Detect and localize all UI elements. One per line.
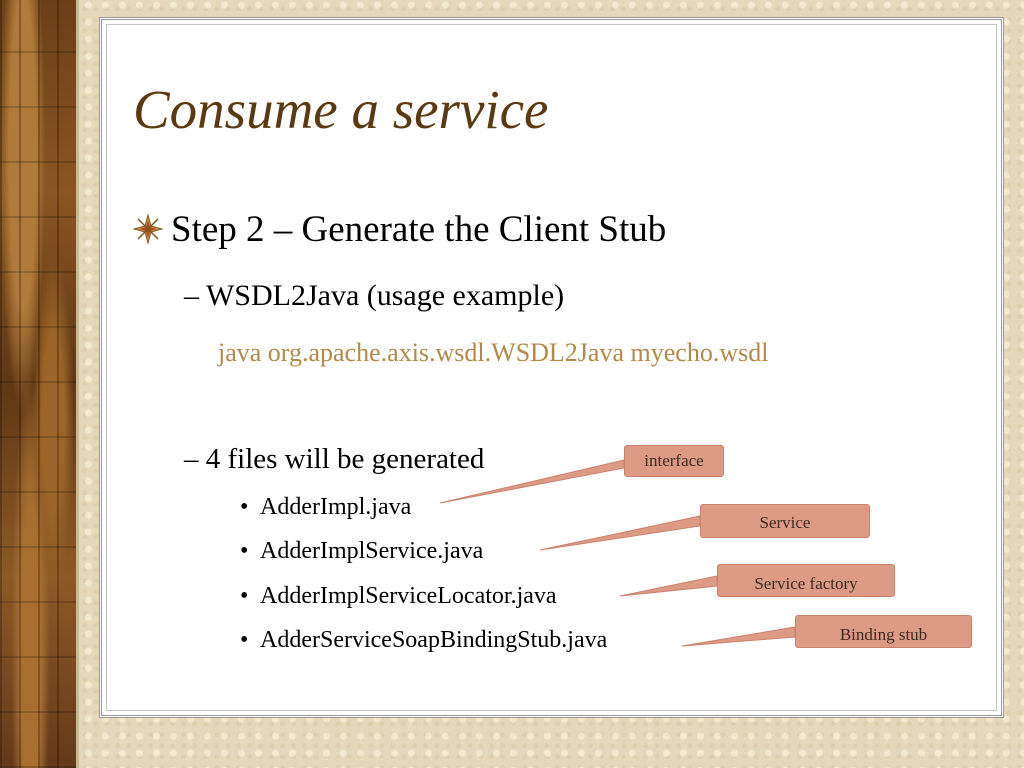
file-item-bindingstub: • AdderServiceSoapBindingStub.java xyxy=(240,627,607,654)
bullet-dot: • xyxy=(240,538,249,564)
callout-service: Service xyxy=(700,504,870,538)
file-item-adderimplservicelocator: • AdderImplServiceLocator.java xyxy=(240,583,557,610)
callout-binding-stub: Binding stub xyxy=(795,615,972,648)
slide-title: Consume a service xyxy=(133,79,549,140)
step-bullet: Step 2 – Generate the Client Stub xyxy=(133,208,666,251)
wood-border-edge xyxy=(76,0,79,768)
file-name: AdderImplService.java xyxy=(260,538,484,564)
file-item-adderimpl: • AdderImpl.java xyxy=(240,494,411,521)
files-generated-subbullet: – 4 files will be generated xyxy=(184,443,485,475)
wsdl2java-subbullet: – WSDL2Java (usage example) xyxy=(184,279,565,312)
wood-border-strip xyxy=(0,0,76,768)
slide-frame xyxy=(99,17,1004,718)
bullet-dot: • xyxy=(240,583,249,609)
callout-interface: interface xyxy=(624,445,724,477)
file-name: AdderServiceSoapBindingStub.java xyxy=(260,627,608,653)
bullet-dot: • xyxy=(240,494,249,520)
command-example: java org.apache.axis.wsdl.WSDL2Java myec… xyxy=(218,338,769,367)
slide-frame-inner xyxy=(106,24,997,711)
file-name: AdderImpl.java xyxy=(260,494,412,520)
callout-service-factory: Service factory xyxy=(717,564,895,597)
step-text: Step 2 – Generate the Client Stub xyxy=(171,209,667,250)
bullet-dot: • xyxy=(240,627,249,653)
compass-star-icon xyxy=(133,214,163,244)
file-item-adderimplservice: • AdderImplService.java xyxy=(240,538,483,565)
file-name: AdderImplServiceLocator.java xyxy=(260,583,557,609)
